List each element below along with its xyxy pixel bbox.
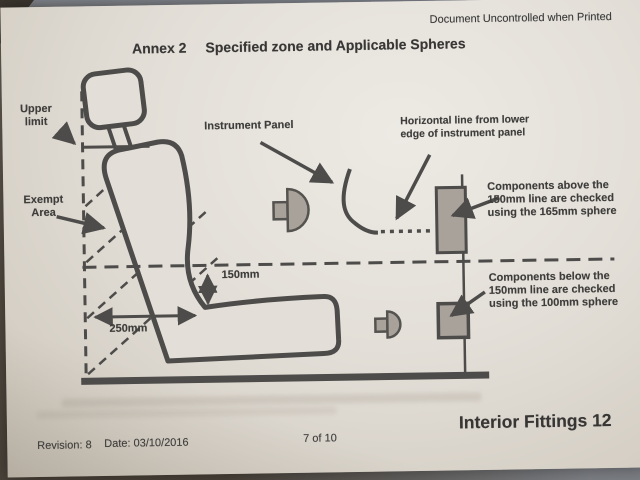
sphere-100mm-symbol <box>374 310 402 339</box>
instrument-panel-label: Instrument Panel <box>204 118 294 133</box>
upper-limit-horizontal <box>82 144 150 149</box>
footer-date: Date: 03/10/2016 <box>104 436 189 450</box>
footer-page-number: 7 of 10 <box>303 432 337 445</box>
headrest <box>80 67 147 150</box>
footer-document-title: Interior Fittings 12 <box>458 410 612 433</box>
components-above-note: Components above the 150mm line are chec… <box>487 179 617 219</box>
exempt-area-label: Exempt Area <box>23 193 64 220</box>
upper-limit-dashed-line <box>80 91 88 382</box>
exempt-area-arrow <box>56 212 107 235</box>
ground-line <box>81 371 490 385</box>
horizontal-line-arrow <box>395 154 432 221</box>
components-below-note: Components below the 150mm line are chec… <box>488 270 619 310</box>
dimension-250mm-label: 250mm <box>109 322 148 335</box>
components-below-arrow <box>449 290 486 317</box>
sphere-165mm-symbol <box>272 187 310 233</box>
component-above-rect <box>434 185 468 255</box>
footer-revision: Revision: 8 <box>37 439 92 453</box>
components-above-arrow <box>450 196 501 219</box>
dimension-250mm-line <box>93 306 198 327</box>
dimension-150mm-label: 150mm <box>221 268 260 282</box>
panel-lower-edge-dotted-line <box>380 229 435 234</box>
instrument-panel-curve <box>341 168 379 235</box>
horizontal-line-note: Horizontal line from lower edge of instr… <box>400 113 530 140</box>
instrument-panel-arrow <box>259 140 335 184</box>
line-150mm-dashed <box>82 257 615 269</box>
upper-limit-label: Upper limit <box>19 102 52 129</box>
upper-limit-arrow <box>51 121 77 145</box>
